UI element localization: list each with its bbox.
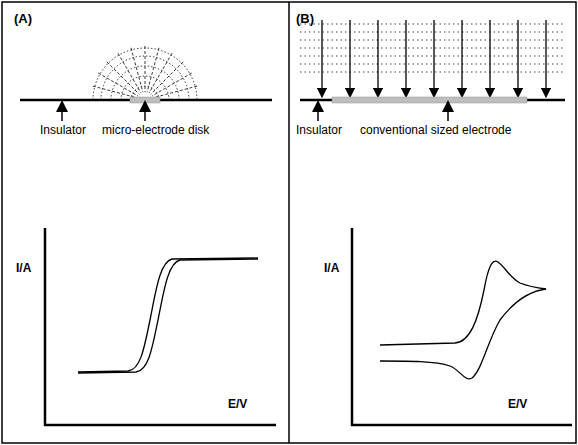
- flux-arrow: [349, 20, 350, 93]
- axis-label: I/A: [16, 262, 31, 275]
- part-label: micro-electrode disk: [102, 124, 209, 137]
- diffusion-row: [300, 48, 565, 49]
- y-axis: [351, 228, 354, 426]
- flux-arrow: [405, 20, 406, 93]
- y-axis: [44, 228, 47, 426]
- sigmoid-curve: [78, 259, 258, 373]
- panel-letter: (B): [296, 12, 314, 26]
- flux-arrow: [517, 20, 518, 93]
- conventional-electrode: [332, 97, 527, 103]
- diffusion-ray: [107, 62, 140, 95]
- part-label: Insulator: [40, 124, 86, 137]
- leader-arrow: [317, 106, 319, 121]
- diffusion-ray: [93, 86, 137, 98]
- diffusion-row: [300, 64, 565, 65]
- panel-letter: (A): [14, 12, 32, 26]
- diffusion-ray: [145, 46, 146, 92]
- diffusion-ray: [147, 48, 159, 92]
- flux-arrow: [545, 20, 546, 93]
- diffusion-row: [300, 56, 565, 57]
- diffusion-row: [300, 40, 565, 41]
- diffusion-ray: [152, 73, 192, 96]
- diffusion-ray: [151, 62, 184, 95]
- cv-reverse: [380, 289, 546, 379]
- diffusion-row: [300, 24, 565, 25]
- leader-arrow: [447, 106, 449, 121]
- x-axis: [351, 424, 572, 427]
- cv-forward: [380, 261, 546, 345]
- diffusion-row: [300, 72, 565, 73]
- flux-arrow: [377, 20, 378, 93]
- flux-arrow: [489, 20, 490, 93]
- micro-electrode-disk: [130, 97, 160, 103]
- part-label: conventional sized electrode: [360, 124, 511, 137]
- flux-arrow: [461, 20, 462, 93]
- part-label: Insulator: [296, 124, 342, 137]
- divider: [288, 2, 290, 443]
- x-axis: [44, 424, 276, 427]
- axis-label: I/A: [324, 262, 339, 275]
- diffusion-row: [300, 32, 565, 33]
- flux-arrow: [433, 20, 434, 93]
- linear-diffusion: [300, 20, 565, 93]
- sigmoid-curve: [78, 258, 258, 372]
- hemispherical-diffusion: [91, 46, 199, 100]
- axis-label: E/V: [508, 398, 527, 411]
- leader-arrow: [61, 106, 63, 121]
- leader-arrow: [144, 106, 146, 121]
- axis-label: E/V: [228, 398, 247, 411]
- diffusion-ray: [118, 53, 141, 93]
- flux-arrow: [321, 20, 322, 93]
